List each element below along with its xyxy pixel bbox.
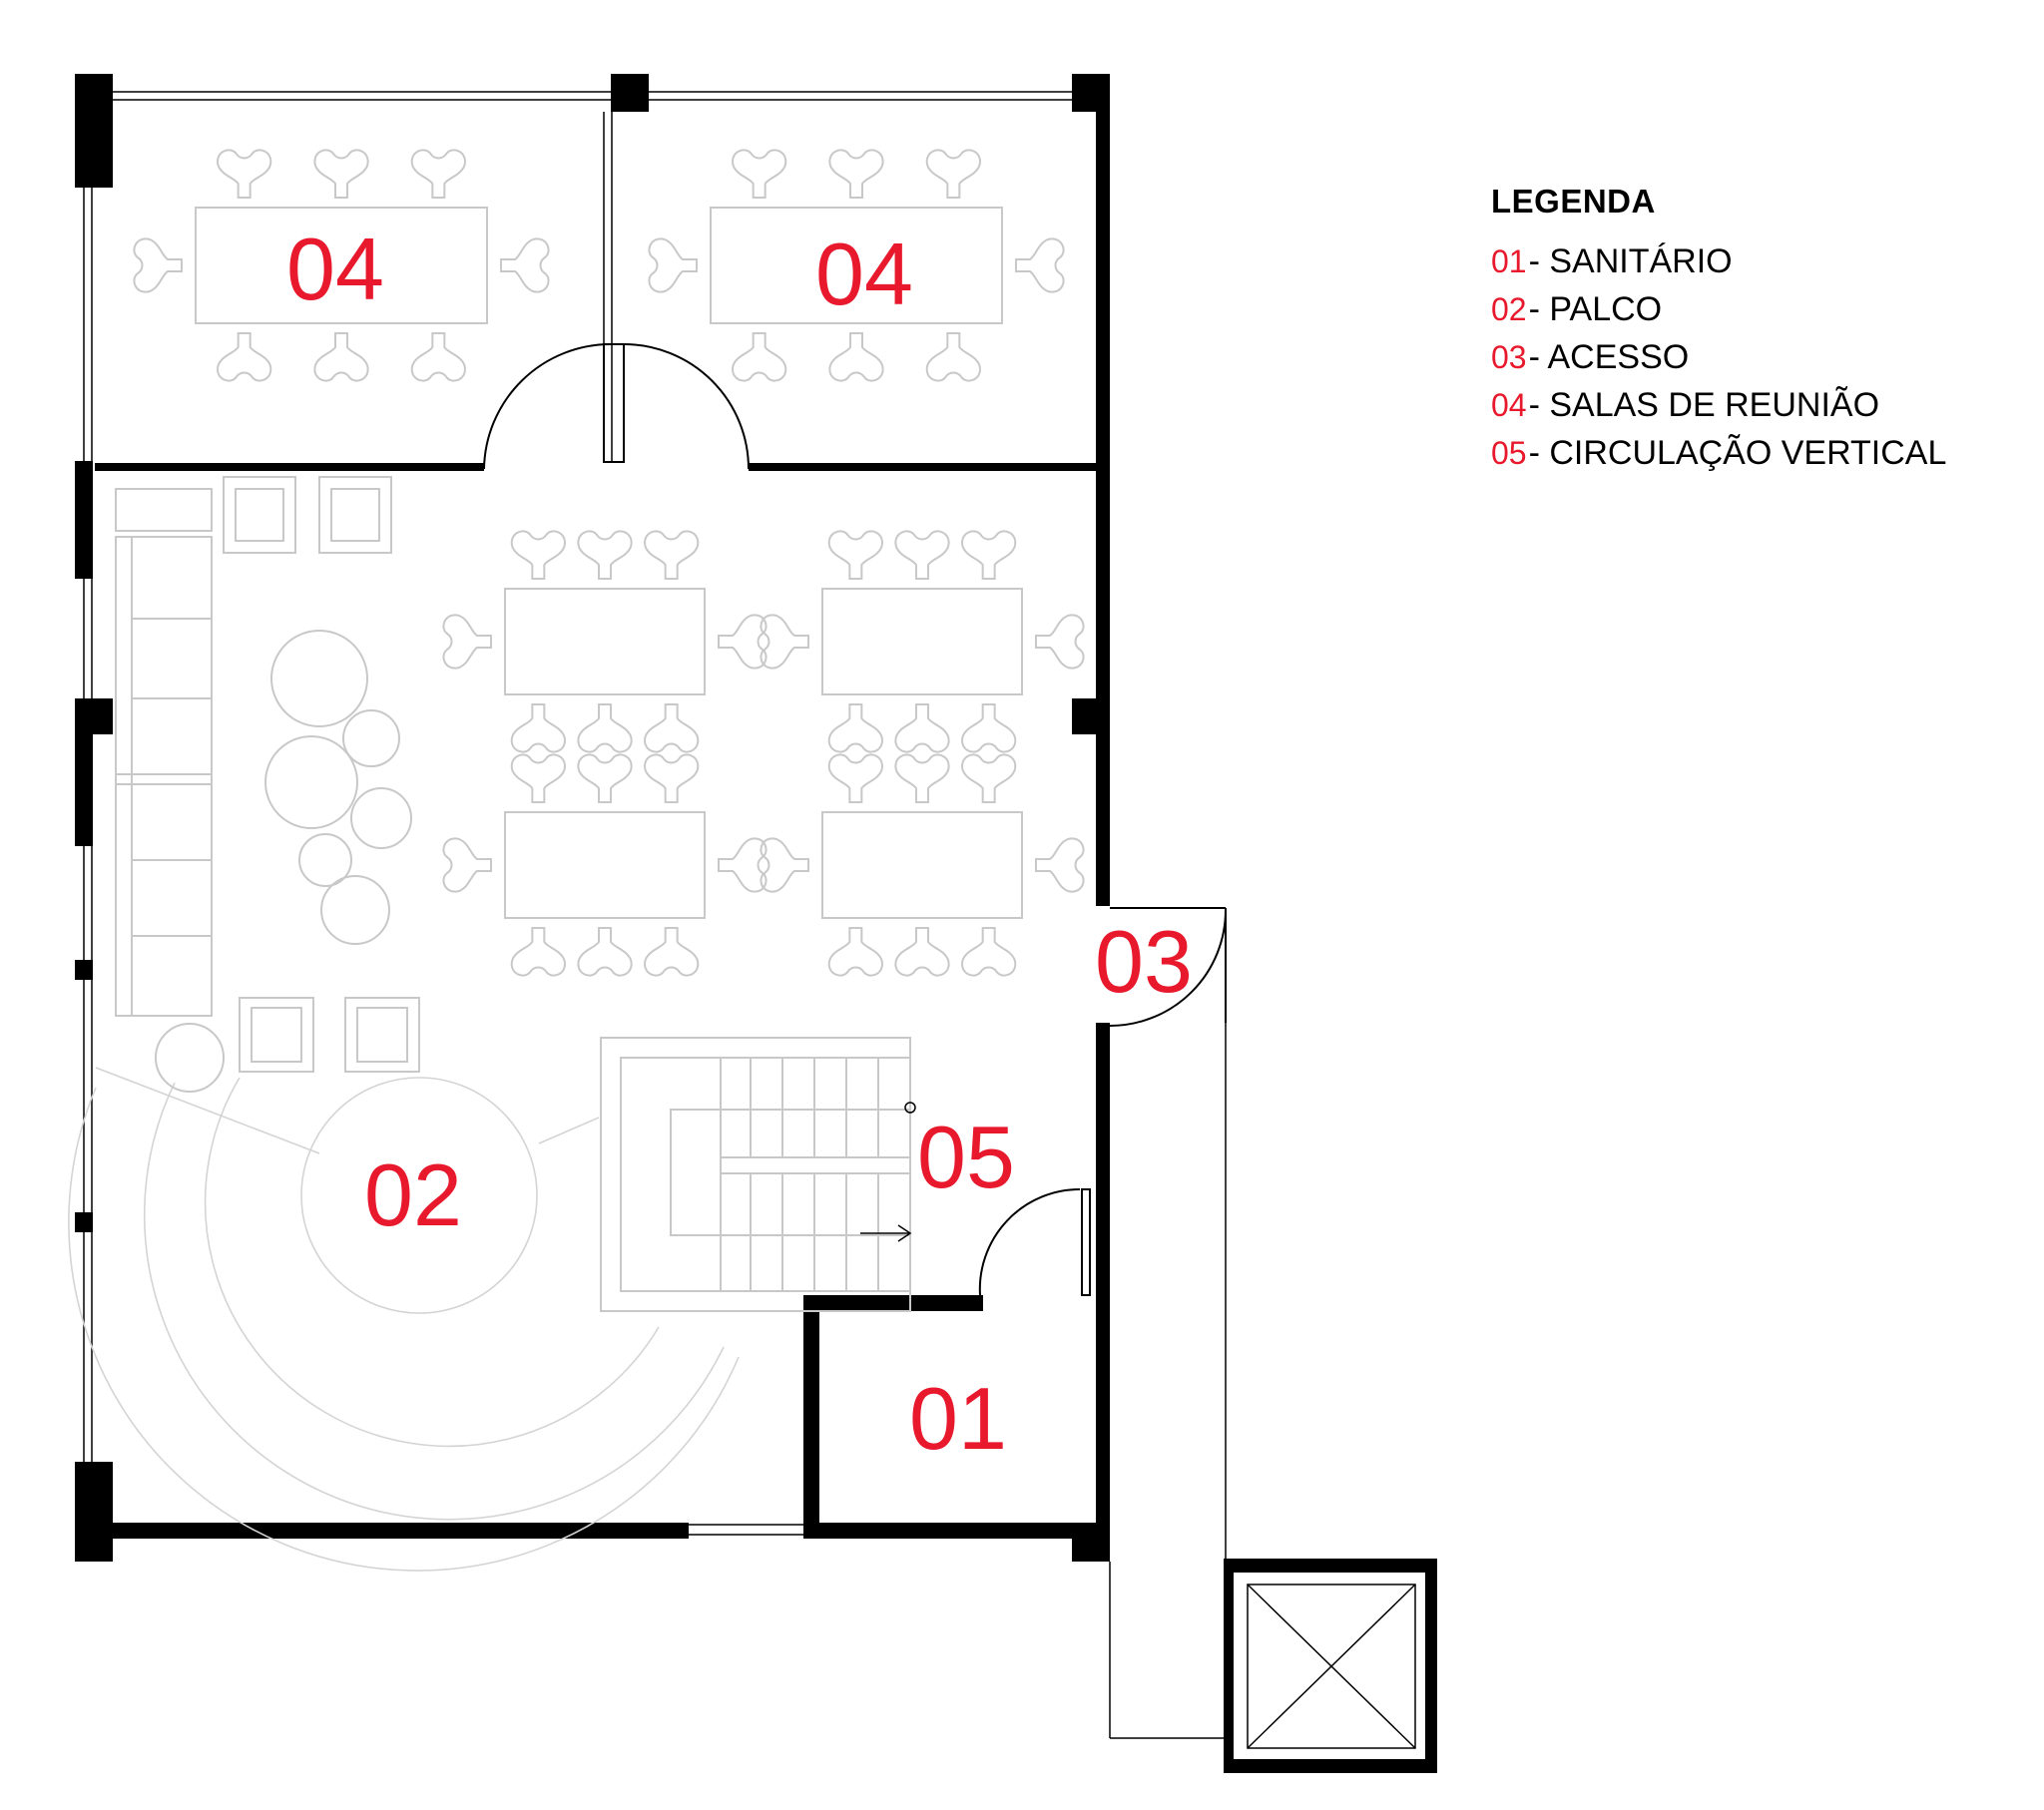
chair [644,703,700,753]
legend-number: 04 [1491,387,1527,423]
chair [894,703,950,753]
room-labels: 01 02 03 04 04 05 [286,220,1193,1468]
table [821,588,1023,695]
chair [827,530,883,580]
chair [718,837,767,893]
chair [961,753,1017,803]
legend-number: 01 [1491,243,1527,279]
chair [648,237,698,293]
chair [510,530,566,580]
chair [732,149,787,199]
chair [925,332,981,382]
legend-text: - PALCO [1528,290,1663,328]
chair [644,753,700,803]
chair [925,149,981,199]
doors [483,343,1227,1739]
table [504,588,706,695]
chair [133,237,183,293]
room-label-02: 02 [364,1145,462,1244]
chair [894,753,950,803]
legend-item-01: 01- SANITÁRIO [1491,242,1946,290]
chair [828,332,884,382]
legend-item-04: 04- SALAS DE REUNIÃO [1491,386,1946,434]
chair [644,927,700,977]
legend-item-02: 02- PALCO [1491,290,1946,338]
chair [828,149,884,199]
lounge-furniture [115,476,420,1093]
legend: LEGENDA 01- SANITÁRIO 02- PALCO 03- ACES… [1491,183,1946,482]
chair [760,837,809,893]
table [710,207,1003,324]
staircase [600,1037,916,1312]
chair [760,614,809,670]
room-label-05: 05 [917,1108,1015,1206]
chair [732,332,787,382]
chair [961,703,1017,753]
chair [718,614,767,670]
chair [577,703,633,753]
legend-number: 05 [1491,435,1527,471]
chair [827,927,883,977]
chair [410,332,466,382]
elevator [1229,1584,1416,1749]
legend-title: LEGENDA [1491,183,1656,220]
chair [577,927,633,977]
room-label-04-right: 04 [815,225,913,323]
room-label-03: 03 [1095,912,1193,1011]
walls [75,74,1437,1773]
chair [500,237,550,293]
table [195,207,488,324]
chair [961,927,1017,977]
legend-text: - SALAS DE REUNIÃO [1528,386,1880,424]
chair [961,530,1017,580]
chair [827,703,883,753]
chair [510,927,566,977]
chair [313,149,369,199]
chair [1015,237,1065,293]
chair [827,753,883,803]
table [504,811,706,919]
chair [894,927,950,977]
legend-number: 03 [1491,339,1527,375]
room-label-04-left: 04 [286,220,384,318]
legend-number: 02 [1491,291,1527,327]
room-label-01: 01 [909,1369,1007,1468]
chair [894,530,950,580]
chair [1035,837,1085,893]
legend-text: - SANITÁRIO [1528,242,1733,280]
legend-text: - ACESSO [1528,338,1690,376]
tables-and-chairs [133,149,1085,977]
chair [313,332,369,382]
chair [442,837,492,893]
chair [510,753,566,803]
chair [410,149,466,199]
legend-item-03: 03- ACESSO [1491,338,1946,386]
table [821,811,1023,919]
chair [577,530,633,580]
chair [217,332,272,382]
legend-text: - CIRCULAÇÃO VERTICAL [1528,434,1947,472]
stage [68,1067,740,1572]
chair [644,530,700,580]
chair [217,149,272,199]
glazing [83,91,1072,1536]
chair [442,614,492,670]
legend-item-05: 05- CIRCULAÇÃO VERTICAL [1491,434,1946,482]
chair [510,703,566,753]
chair [1035,614,1085,670]
chair [577,753,633,803]
